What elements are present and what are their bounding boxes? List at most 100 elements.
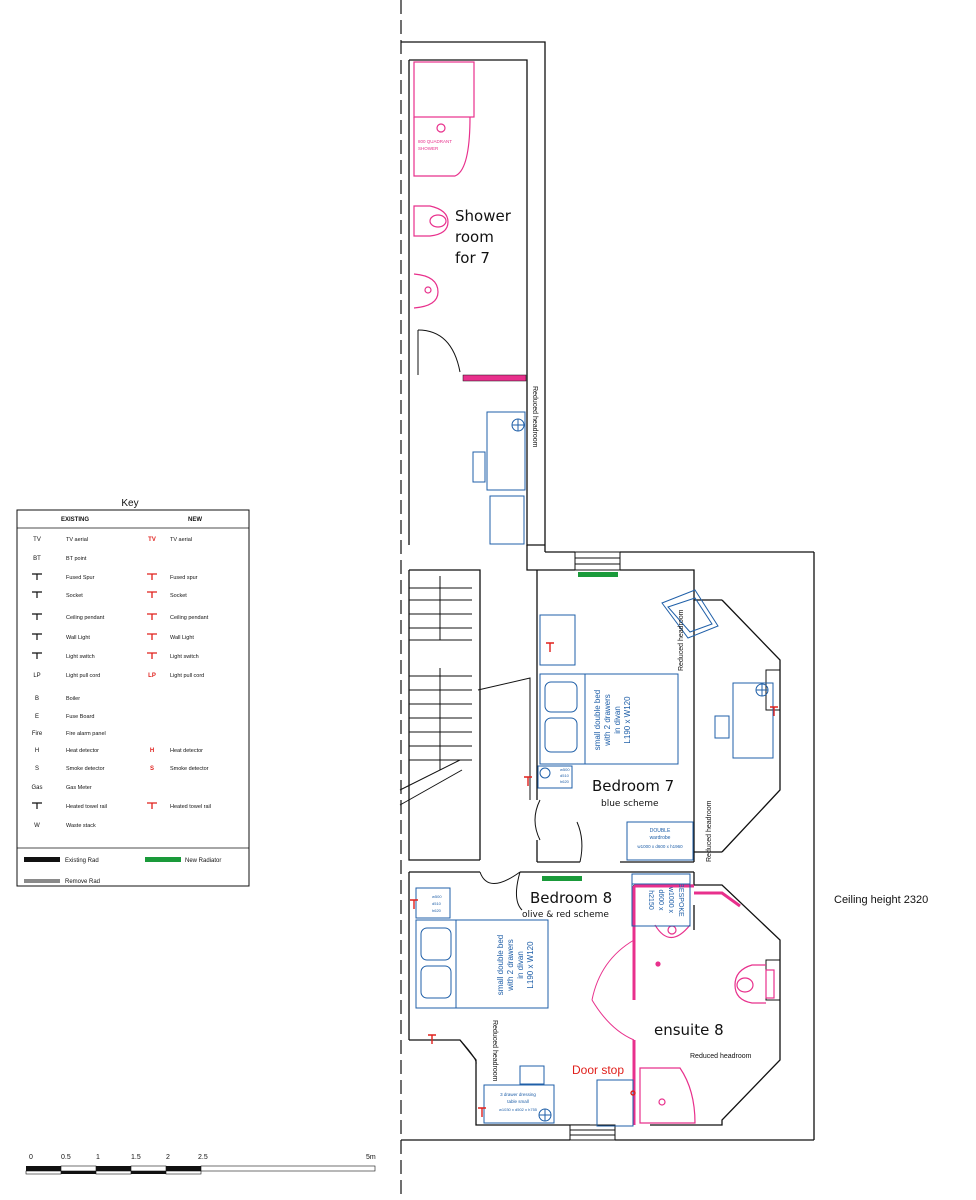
ensuite-partitions <box>632 884 741 1125</box>
key-existing-symbol: W <box>34 823 40 829</box>
door-stop-note: Door stop <box>572 1063 624 1077</box>
scale-bar: 0 0.5 1 1.5 2 2.5 5m <box>25 1154 376 1175</box>
key-existing-symbol: Fire <box>32 731 43 737</box>
stairs <box>399 576 531 806</box>
key-title: Key <box>121 498 138 509</box>
shower-room-line3: for 7 <box>455 249 490 267</box>
bedroom8-scheme: olive & red scheme <box>522 910 609 920</box>
key-new-symbol: LP <box>148 673 156 679</box>
key-new-symbol-mark <box>147 633 157 640</box>
bedside8-line1: w500 <box>432 894 442 899</box>
key-new-symbol-mark <box>147 613 157 620</box>
key-existing-symbol: E <box>35 714 39 720</box>
reduced-headroom-ensuite: Reduced headroom <box>690 1053 752 1060</box>
key-existing-symbol: S <box>35 766 39 772</box>
bedroom8-name: Bedroom 8 <box>530 889 612 907</box>
bedside7-line1: w500 <box>560 767 570 772</box>
dressing-line1: 3 drawer dressing <box>500 1092 536 1097</box>
key-existing-label: Heat detector <box>66 748 99 754</box>
bedside7-label: w500 d510 h620 <box>560 767 570 784</box>
scale-label-4: 2 <box>166 1154 170 1161</box>
key-existing-symbol: LP <box>33 673 40 679</box>
key-new-symbol: H <box>150 748 154 754</box>
wardrobe7-line2: wardrobe <box>650 835 671 841</box>
shower-room-line2: room <box>455 228 494 246</box>
windows <box>569 551 781 1141</box>
key-new-label: Ceiling pendant <box>170 615 209 621</box>
key-existing-label: Smoke detector <box>66 766 105 772</box>
key-existing-label: Light switch <box>66 654 95 660</box>
key-existing-label: Light pull cord <box>66 673 100 679</box>
bed8-line2: with 2 drawers <box>506 939 515 992</box>
key-existing-label: Boiler <box>66 696 80 702</box>
scale-label-2: 1 <box>96 1154 100 1161</box>
reduced-headroom-shower: Reduced headroom <box>531 386 538 448</box>
dressing-table-label: 3 drawer dressing table small w1030 x d5… <box>499 1092 538 1112</box>
key-existing-label: Waste stack <box>66 823 96 829</box>
bed8-line1: small double bed <box>496 935 505 995</box>
furniture <box>415 411 774 1127</box>
key-rad-remove: Remove Rad <box>65 879 100 885</box>
key-new-label: Light pull cord <box>170 673 204 679</box>
key-existing-symbol-mark <box>32 573 42 580</box>
ensuite8-name: ensuite 8 <box>654 1021 724 1039</box>
shower-line1: 800 QUADRANT <box>418 139 452 144</box>
key-new-label: Wall Light <box>170 635 194 641</box>
bed8-label: small double bed with 2 drawers in divan… <box>496 935 535 995</box>
key-existing-label: Fire alarm panel <box>66 731 106 737</box>
key-existing-label: Fused Spur <box>66 575 95 581</box>
key-existing-label: Ceiling pendant <box>66 615 105 621</box>
key-existing-label: Socket <box>66 593 83 599</box>
bedroom7-name: Bedroom 7 <box>592 777 674 795</box>
dressing-line3: w1030 x d502 x h755 <box>499 1107 538 1112</box>
wardrobe8-line2: w1000 x <box>667 886 674 914</box>
shower-label: 800 QUADRANT SHOWER <box>418 139 452 151</box>
scale-label-5: 2.5 <box>198 1154 208 1161</box>
key-existing-symbol: Gas <box>31 785 42 791</box>
key-existing-label: Gas Meter <box>66 785 92 791</box>
key-existing-label: Fuse Board <box>66 714 94 720</box>
key-new-symbol-mark <box>147 591 157 598</box>
bedside7-line2: d510 <box>560 773 570 778</box>
scale-label-3: 1.5 <box>131 1154 141 1161</box>
key-existing-symbol-mark <box>32 591 42 598</box>
key-new-symbol-mark <box>147 802 157 809</box>
dressing-line2: table small <box>507 1099 529 1104</box>
key-existing-symbol: TV <box>33 537 41 543</box>
bed8-line3: in divan <box>516 951 525 979</box>
key-new-label: TV aerial <box>170 537 192 543</box>
key-existing-symbol: B <box>35 696 39 702</box>
wardrobe8-line1: BESPOKE <box>677 883 684 917</box>
key-rad-existing: Existing Rad <box>65 858 99 864</box>
key-new-label: Socket <box>170 593 187 599</box>
ceiling-height-note: Ceiling height 2320 <box>834 894 928 906</box>
shower-room-label: Shower room for 7 <box>455 207 512 267</box>
reduced-headroom-bay: Reduced headroom <box>678 609 685 671</box>
key-new-label: Heated towel rail <box>170 804 211 810</box>
shower-room-line1: Shower <box>455 207 512 225</box>
bedside8-label: w500 d510 h620 <box>432 894 442 913</box>
key-new-label: Fused spur <box>170 575 198 581</box>
radiators <box>462 374 618 881</box>
bed7-line3: in divan <box>613 706 622 734</box>
bed7-line4: L190 x W120 <box>623 696 632 744</box>
key-existing-symbol-mark <box>32 652 42 659</box>
wardrobe7-label: DOUBLE wardrobe w1000 x d600 x h1960 <box>637 828 683 849</box>
wardrobe8-line3: d600 x <box>657 889 664 911</box>
key-new-label: Light switch <box>170 654 199 660</box>
key-existing-label: TV aerial <box>66 537 88 543</box>
key-col-existing: EXISTING <box>61 517 89 523</box>
key-existing-symbol: H <box>35 748 39 754</box>
key-new-symbol: S <box>150 766 154 772</box>
bedside8-line3: h620 <box>432 908 442 913</box>
key-existing-label: BT point <box>66 556 87 562</box>
scale-label-6: 5m <box>366 1154 376 1161</box>
shower-line2: SHOWER <box>418 146 439 151</box>
wardrobe7-line1: DOUBLE <box>650 828 671 834</box>
bedroom7-scheme: blue scheme <box>601 799 659 809</box>
ensuite-door <box>591 939 635 1041</box>
key-new-symbol: TV <box>148 537 156 543</box>
key-existing-symbol-mark <box>32 633 42 640</box>
